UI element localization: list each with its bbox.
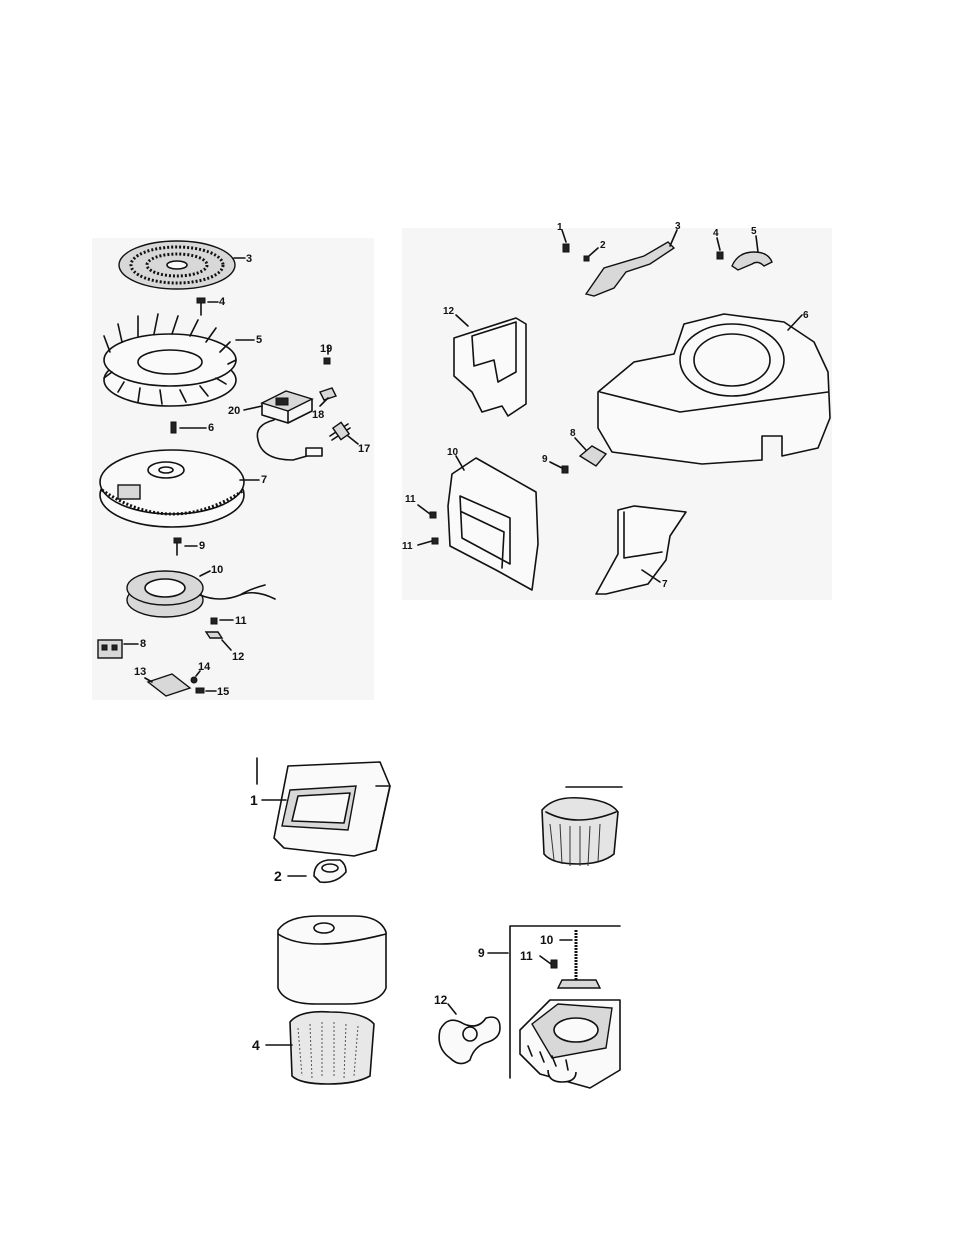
- part-fan: [104, 314, 236, 406]
- callout-bh-4: 4: [713, 228, 719, 239]
- callout-cb-10: 10: [540, 933, 554, 947]
- callout-cb-12: 12: [434, 993, 448, 1007]
- part-key: [171, 422, 176, 433]
- callout-fw-11: 11: [235, 615, 247, 627]
- callout-fw-13: 13: [134, 666, 146, 678]
- blower-housing-group: [430, 242, 830, 594]
- callout-ac-4: 4: [252, 1037, 260, 1053]
- callout-ac-2: 2: [274, 868, 282, 884]
- callout-bh-12: 12: [443, 306, 455, 317]
- callout-bh-9: 9: [542, 454, 548, 465]
- callout-fw-8: 8: [140, 638, 146, 650]
- callout-fw-20: 20: [228, 405, 240, 417]
- part-rectifier: [98, 640, 122, 658]
- callout-bh-1: 1: [557, 222, 563, 233]
- callout-fw-14: 14: [198, 661, 211, 673]
- callout-bh-11a: 11: [405, 494, 416, 505]
- part-screw-1: [563, 244, 569, 252]
- callout-cb-9: 9: [478, 946, 485, 960]
- callout-bh-3: 3: [675, 221, 681, 232]
- air-cleaner-group: [257, 758, 390, 1084]
- part-stator: [127, 571, 275, 617]
- callout-fw-10: 10: [211, 564, 223, 576]
- callout-bh-10: 10: [447, 447, 459, 458]
- part-shroud-10: [448, 458, 538, 590]
- part-carb-base: [520, 1000, 620, 1088]
- callout-cb-11: 11: [520, 949, 533, 963]
- callout-fw-12: 12: [232, 651, 244, 663]
- callout-fw-6: 6: [208, 422, 214, 434]
- part-screw-4: [717, 252, 723, 259]
- callout-fw-9: 9: [199, 540, 205, 552]
- part-blower-housing: [598, 314, 830, 464]
- part-flywheel: [100, 450, 244, 527]
- part-bolt: [197, 298, 205, 315]
- part-screen: [119, 241, 235, 289]
- part-foam-element: [290, 1012, 374, 1084]
- part-bracket: [320, 358, 336, 400]
- flywheel-group: [98, 241, 350, 696]
- callout-bh-11b: 11: [402, 541, 413, 552]
- callout-fw-19: 19: [320, 343, 332, 355]
- callout-bh-8: 8: [570, 428, 576, 439]
- part-screw-9: [562, 466, 568, 473]
- callout-bh-6: 6: [803, 310, 809, 321]
- callout-fw-5: 5: [256, 334, 262, 346]
- part-screw-11a: [430, 512, 436, 518]
- part-paper-element: [542, 798, 618, 866]
- callout-fw-18: 18: [312, 409, 324, 421]
- part-plate: [148, 674, 190, 696]
- callout-bh-2: 2: [600, 240, 606, 251]
- part-washer-screw: [191, 677, 204, 693]
- callout-fw-17: 17: [358, 443, 370, 455]
- part-spark-plug: [330, 422, 350, 440]
- part-baffle-7: [596, 506, 686, 594]
- callout-fw-15: 15: [217, 686, 229, 698]
- part-screw-clip: [206, 618, 222, 638]
- part-ignition-module: [257, 391, 322, 460]
- callout-ac-1: 1: [250, 792, 258, 808]
- callout-fw-4: 4: [219, 296, 226, 308]
- carburetor-group: [439, 787, 622, 1088]
- callout-fw-7: 7: [261, 474, 267, 486]
- callout-fw-3: 3: [246, 253, 252, 265]
- part-clip-5: [732, 252, 772, 270]
- part-air-cleaner-cover: [278, 916, 386, 1004]
- callout-bh-5: 5: [751, 226, 757, 237]
- part-bolt-9: [174, 538, 181, 555]
- callout-bh-7: 7: [662, 579, 668, 590]
- part-clip-8: [580, 446, 606, 466]
- part-screw-11b: [432, 538, 438, 544]
- part-nut-2: [584, 256, 589, 261]
